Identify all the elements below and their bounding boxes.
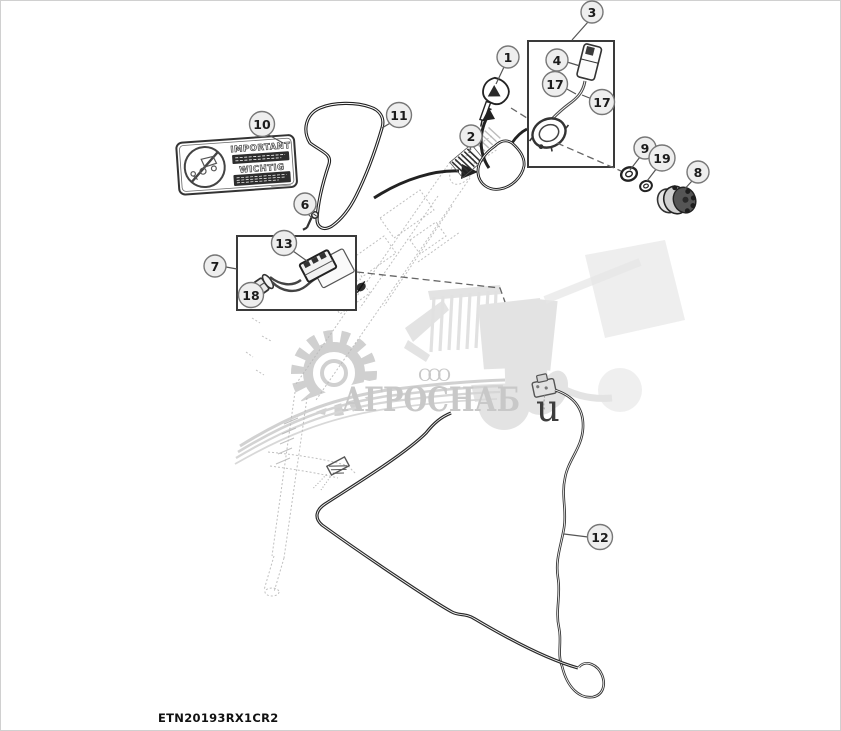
drawing-code: ETN20193RX1CR2 — [158, 711, 279, 725]
callout-balloon-17b[interactable]: 17 — [588, 88, 616, 116]
callout-balloon-12[interactable]: 12 — [586, 523, 614, 551]
svg-text:2: 2 — [467, 129, 476, 144]
svg-text:19: 19 — [653, 151, 670, 166]
svg-text:4: 4 — [553, 53, 562, 68]
callout-balloon-4[interactable]: 4 — [545, 48, 569, 72]
svg-text:8: 8 — [694, 165, 703, 180]
lanyard-loop — [476, 127, 528, 191]
screw — [302, 210, 319, 231]
watermark-tractor-silhouette — [404, 240, 685, 430]
support-bracket — [304, 101, 385, 230]
callout-balloon-19[interactable]: 19 — [648, 144, 676, 172]
warning-label: IMPORTANT WICHTIG — [175, 134, 298, 196]
watermark-swoosh — [234, 368, 506, 465]
harness-connector — [531, 373, 557, 411]
threaded-column-end — [449, 143, 485, 179]
mounting-bolt-detail — [356, 281, 366, 293]
svg-text:17: 17 — [546, 77, 563, 92]
watermark-stray-letter: u — [536, 387, 560, 430]
callout-balloon-8[interactable]: 8 — [686, 160, 710, 184]
callout-balloon-6[interactable]: 6 — [293, 192, 317, 216]
callout-balloon-10[interactable]: 10 — [248, 110, 276, 138]
ignition-switch — [656, 185, 697, 215]
callout-balloon-18[interactable]: 18 — [237, 281, 265, 309]
watermark-brand: АГРОСНАБ — [342, 380, 520, 420]
svg-text:1: 1 — [504, 50, 513, 65]
watermark-art: ООО АГРОСНАБ — [234, 240, 685, 465]
svg-text:13: 13 — [275, 236, 292, 251]
callout-balloon-11[interactable]: 11 — [385, 101, 413, 129]
svg-text:3: 3 — [588, 5, 597, 20]
svg-text:12: 12 — [591, 530, 608, 545]
svg-text:6: 6 — [301, 197, 310, 212]
wiring-harness — [315, 373, 605, 699]
svg-text:17: 17 — [593, 95, 610, 110]
callout-balloon-13[interactable]: 13 — [270, 229, 298, 257]
watermark-org-form: ООО — [418, 366, 456, 386]
label-heading-en: IMPORTANT — [230, 141, 291, 155]
svg-text:10: 10 — [253, 117, 271, 132]
switch-connector — [298, 248, 355, 289]
svg-text:7: 7 — [211, 259, 220, 274]
washer — [639, 179, 653, 193]
callout-balloon-2[interactable]: 2 — [459, 124, 483, 148]
contact-ring — [528, 117, 570, 152]
svg-text:11: 11 — [390, 108, 407, 123]
callout-balloon-1[interactable]: 1 — [496, 45, 520, 69]
prohibition-symbol-icon — [183, 146, 226, 189]
svg-text:9: 9 — [641, 141, 650, 156]
detail-box-7 — [236, 235, 357, 311]
connector-part-4 — [576, 43, 603, 81]
callout-balloon-3[interactable]: 3 — [580, 0, 604, 24]
callout-balloon-7[interactable]: 7 — [203, 254, 227, 278]
column-connector-detail — [313, 455, 351, 492]
callout-leaders — [225, 21, 693, 538]
nut — [619, 166, 639, 182]
callout-balloon-17a[interactable]: 17 — [541, 70, 569, 98]
svg-text:18: 18 — [242, 288, 259, 303]
